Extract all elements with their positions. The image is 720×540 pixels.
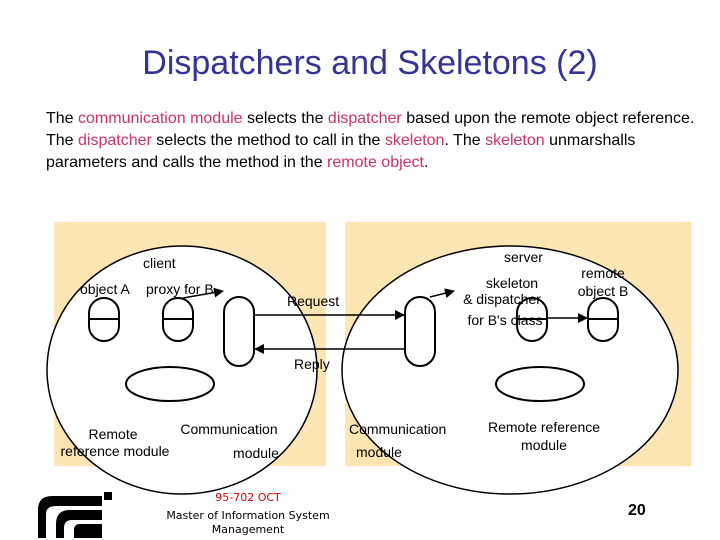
paragraph-text: unmarshalls parameters and calls the met… — [46, 132, 636, 171]
proxy-label: proxy for B — [146, 281, 214, 297]
reply-label: Reply — [294, 356, 330, 372]
highlighted-term: skeleton — [384, 132, 445, 149]
highlighted-term: communication module — [78, 110, 243, 127]
paragraph-text: selects the — [242, 110, 328, 127]
footer-program-line1: Master of Information System — [166, 509, 330, 522]
server-remote-ref-line1: Remote reference — [488, 419, 600, 435]
client-remote-ref-line1: Remote — [88, 426, 137, 442]
client-label: client — [143, 255, 176, 271]
highlighted-term: dispatcher — [78, 132, 152, 149]
page-number: 20 — [628, 502, 646, 519]
client-remote-reference-oval — [125, 366, 215, 402]
remote-object-b-line1: remote — [581, 265, 625, 281]
paragraph-text: based upon the remote object reference. … — [46, 110, 695, 149]
footer-program-line2: Management — [211, 523, 285, 536]
paragraph-text: . — [423, 154, 429, 171]
client-comm-line2: module — [233, 445, 279, 461]
client-comm-line1: Communication — [180, 421, 277, 437]
highlighted-term: remote object — [327, 154, 424, 171]
server-comm-line2: module — [356, 444, 402, 460]
server-remote-ref-line2: module — [521, 437, 567, 453]
paragraph-text: . The — [444, 132, 486, 149]
slide-title: Dispatchers and Skeletons (2) — [142, 44, 598, 82]
highlighted-term: dispatcher — [327, 110, 402, 127]
server-communication-oval — [404, 296, 436, 367]
proxy-to-comm-arrow — [182, 287, 224, 299]
highlighted-term: skeleton — [485, 132, 545, 149]
server-comm-line1: Communication — [349, 421, 446, 437]
slide-paragraph: The communication module selects the dis… — [46, 108, 706, 174]
university-logo-icon — [38, 492, 112, 538]
comm-to-skeleton-arrow — [429, 288, 455, 299]
client-remote-ref-line2: reference module — [61, 443, 170, 459]
paragraph-text: The — [46, 110, 79, 127]
skeleton-label-line3: for B's class — [467, 312, 542, 328]
server-label: server — [504, 249, 543, 265]
object-a-label: object A — [80, 281, 130, 297]
skeleton-label-line1: skeleton — [486, 275, 538, 291]
skeleton-label-line2: & dispatcher — [463, 291, 541, 307]
client-communication-oval — [223, 296, 255, 367]
remote-object-b-line2: object B — [578, 283, 629, 299]
paragraph-text: selects the method to call in the — [151, 132, 385, 149]
server-remote-reference-oval — [495, 366, 585, 402]
request-label: Request — [287, 293, 339, 309]
footer-course-code: 95-702 OCT — [215, 491, 281, 504]
